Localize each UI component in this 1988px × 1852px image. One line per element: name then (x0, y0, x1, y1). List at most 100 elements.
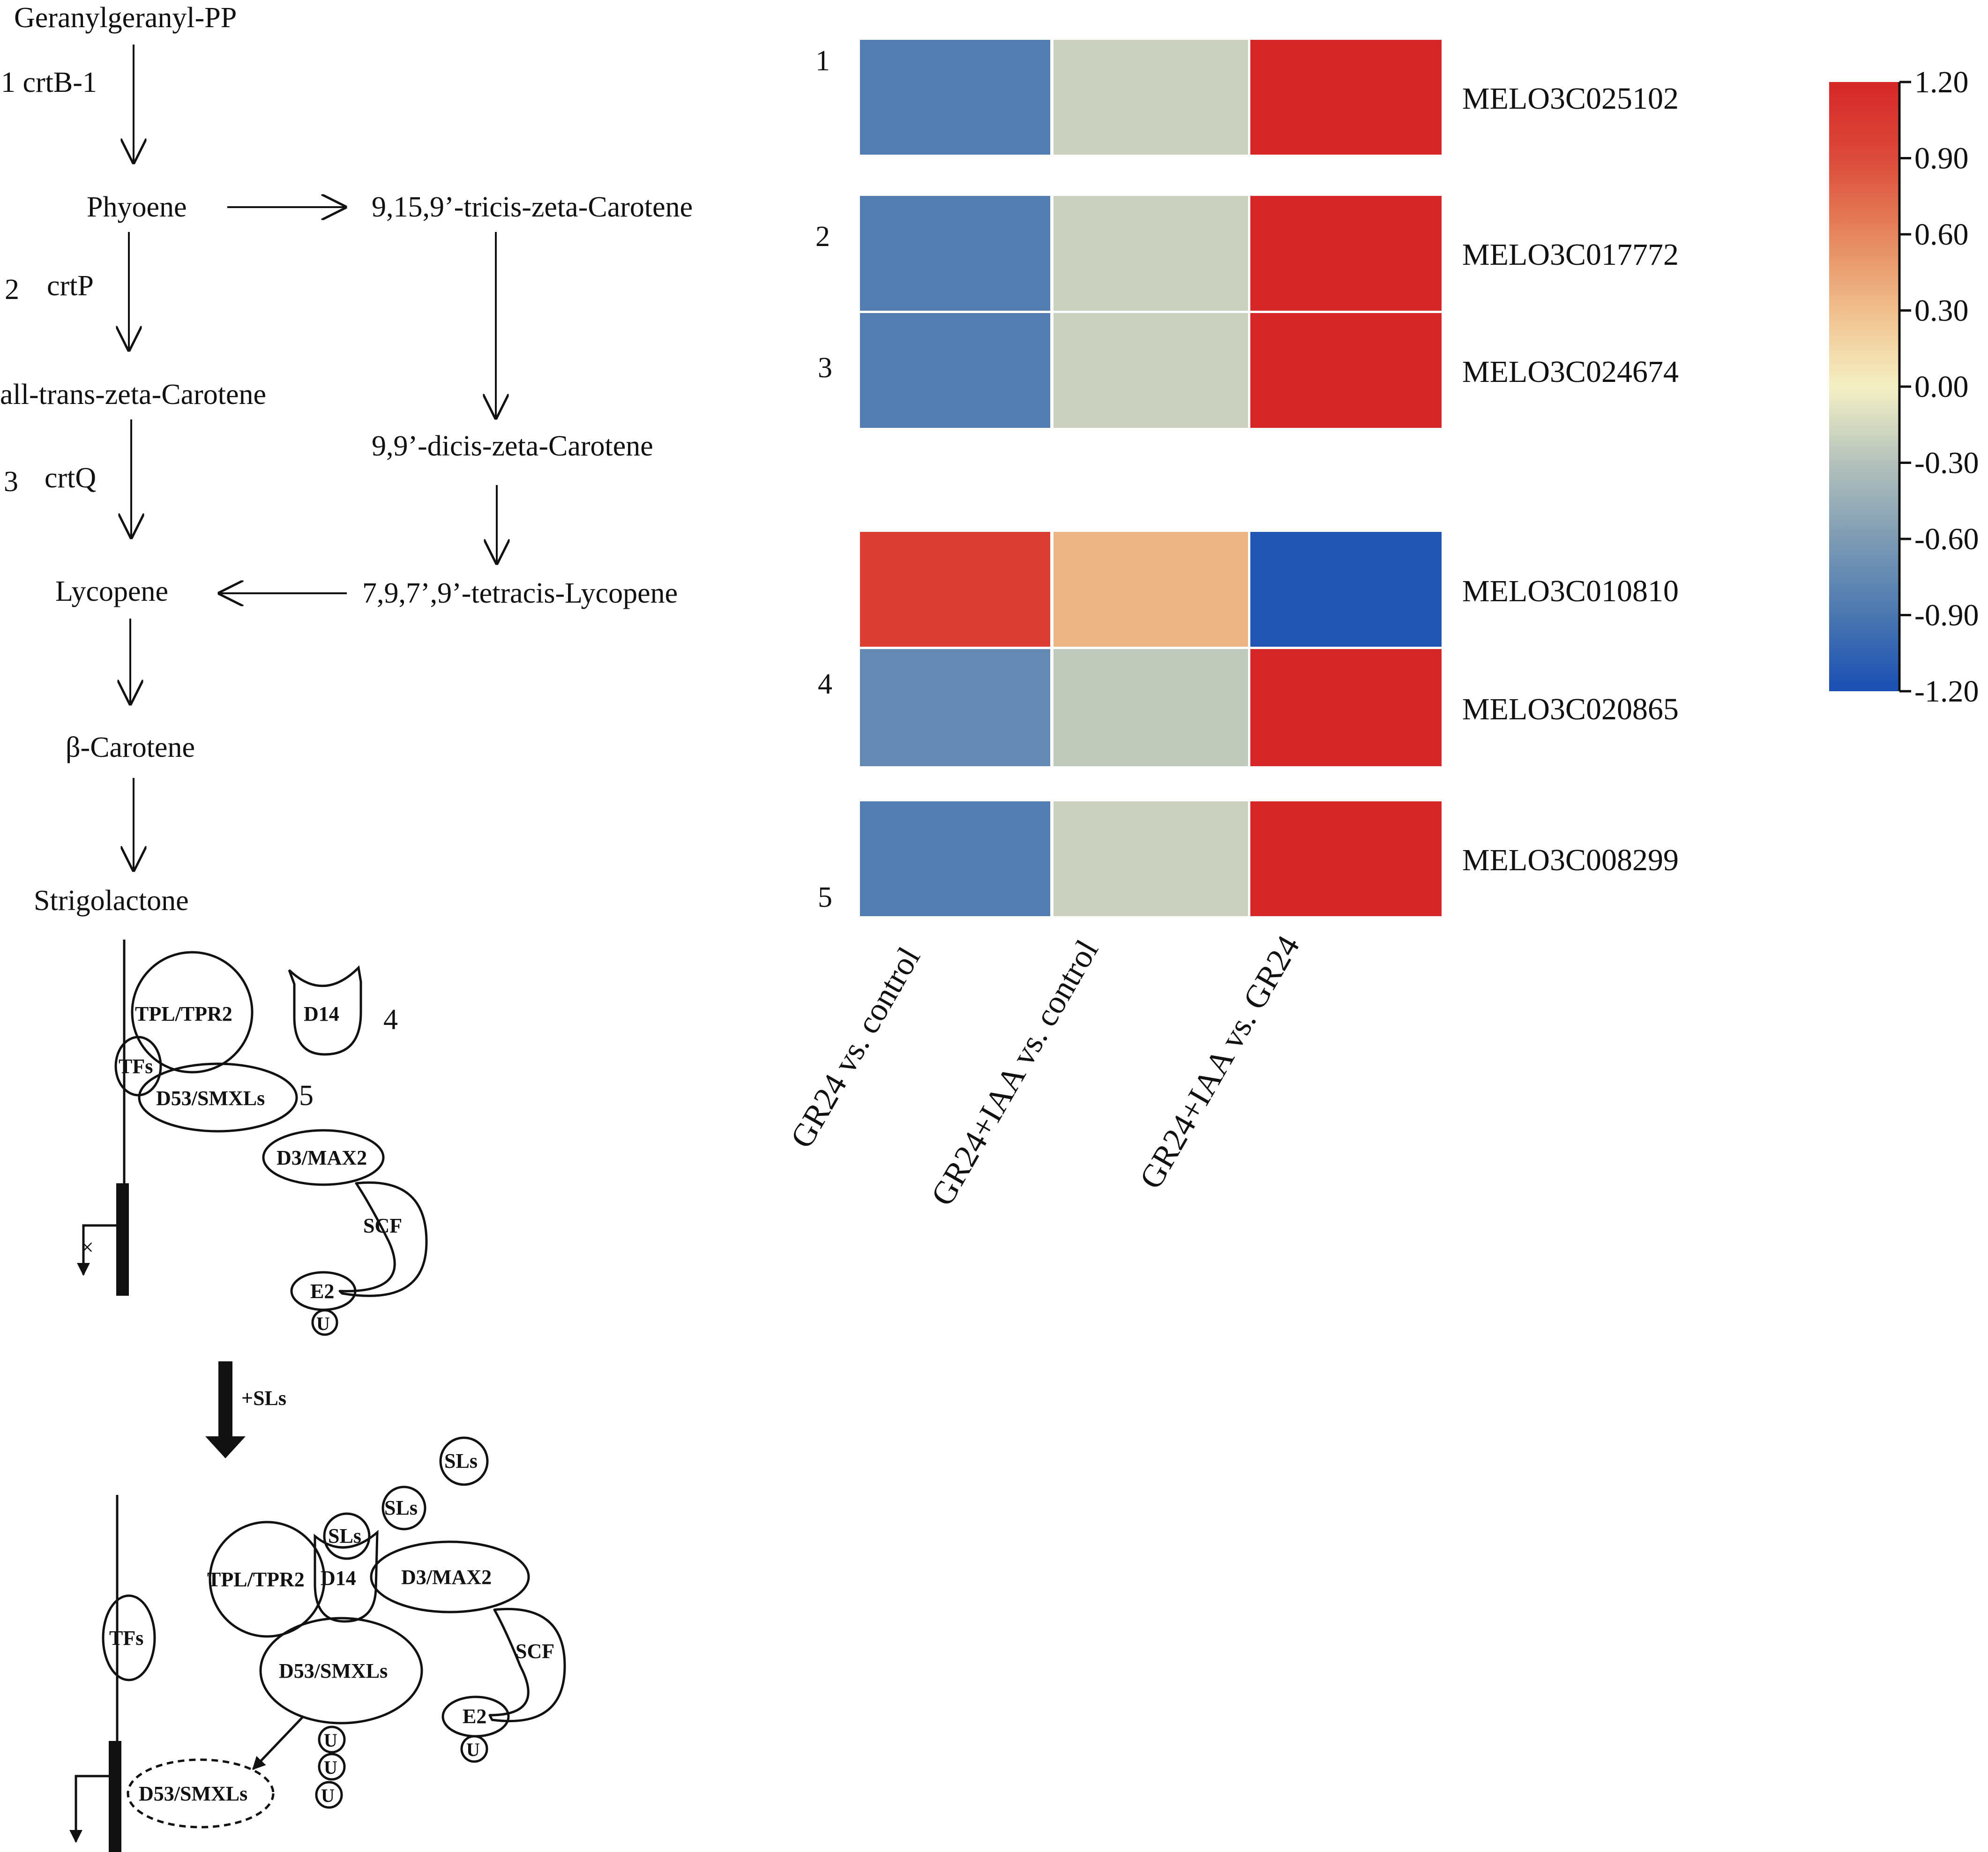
heatmap-cell (1054, 801, 1248, 916)
heatmap-cell (1054, 649, 1248, 766)
tfs-label-after: TFs (109, 1627, 143, 1650)
ubiquitin-label-chain-2: U (324, 1757, 337, 1778)
column-label: GR24 vs. control (784, 941, 927, 1154)
gene-label: MELO3C025102 (1462, 82, 1679, 116)
sls-molecule-2 (381, 1486, 426, 1531)
color-bar-tick-label: 0.00 (1914, 370, 1969, 404)
compound-lycopene: Lycopene (55, 575, 168, 607)
column-label: GR24+IAA vs. control (924, 934, 1106, 1212)
column-label: GR24+IAA vs. GR24 (1133, 930, 1307, 1195)
heatmap-cell (860, 40, 1050, 155)
block-mark: × (81, 1234, 94, 1260)
heatmap-cell (1250, 196, 1442, 311)
gene-label: MELO3C017772 (1462, 238, 1679, 272)
compound-beta-carotene: β-Carotene (66, 732, 195, 763)
compound-ggpp: Geranylgeranyl-PP (14, 2, 237, 34)
ubiquitin-label-before: U (316, 1313, 330, 1334)
heatmap-cell (860, 196, 1050, 311)
tfs-label-before: TFs (119, 1055, 153, 1078)
sls-label-bound: SLs (328, 1524, 361, 1547)
enzyme-2-number: 2 (5, 274, 19, 306)
ubiquitin-label-chain-1: U (324, 1730, 337, 1751)
compound-phytoene: Phyoene (87, 191, 187, 223)
compound-tricis: 9,15,9’-tricis-zeta-Carotene (372, 191, 693, 223)
scf-label-after: SCF (516, 1640, 554, 1663)
gene-label: MELO3C008299 (1462, 843, 1679, 877)
gene-promoter-before (116, 1183, 129, 1296)
active-transcription-arrow (69, 1775, 109, 1843)
d14-label-after: D14 (321, 1567, 356, 1590)
sls-bound (323, 1512, 371, 1560)
group-label: 3 (818, 352, 832, 384)
heatmap-cell (1250, 801, 1442, 916)
ubiquitin-before (311, 1309, 338, 1336)
color-bar-tick-label: -0.30 (1914, 446, 1979, 480)
group-label: 4 (818, 668, 832, 700)
heatmap-cell (860, 532, 1050, 647)
color-bar-ticks: 1.200.900.600.300.00-0.30-0.60-0.90-1.20 (1899, 65, 1979, 709)
heatmap-cell (1250, 40, 1442, 155)
group-4-marker: 4 (383, 1004, 398, 1036)
signaling-before: × (77, 940, 428, 1336)
carotenoid-pathway: Geranylgeranyl-PP 1 crtB-1 Phyoene 9,15,… (0, 2, 693, 917)
group-label: 2 (815, 221, 830, 253)
transition: +SLs (205, 1361, 286, 1458)
color-bar-tick-label: 1.20 (1914, 65, 1969, 99)
color-bar-tick-label: 0.30 (1914, 294, 1969, 328)
heatmap-cell (1250, 649, 1442, 766)
heatmap-cell (1250, 313, 1442, 428)
scf-complex-before (338, 1181, 428, 1297)
tpl-label-after: TPL/TPR2 (207, 1568, 305, 1591)
heatmap-cell (1054, 196, 1248, 311)
d53-label-after: D53/SMXLs (279, 1659, 388, 1682)
degraded-d53-label: D53/SMXLs (139, 1782, 247, 1805)
gene-labels: MELO3C025102MELO3C017772MELO3C024674MELO… (1462, 82, 1679, 877)
compound-dicis: 9,9’-dicis-zeta-Carotene (372, 430, 653, 462)
compound-tetracis: 7,9,7’,9’-tetracis-Lycopene (362, 577, 678, 609)
d3-label-after: D3/MAX2 (401, 1566, 492, 1589)
degraded-d53 (127, 1758, 275, 1829)
ubiquitin-chain-2 (318, 1753, 346, 1781)
signaling-before-labels: TPL/TPR2 D14 4 TFs D53/SMXLs 5 D3/MAX2 S… (119, 1002, 402, 1334)
d3-label-before: D3/MAX2 (277, 1146, 367, 1169)
color-bar-tick-label: 0.90 (1914, 142, 1969, 176)
tfs-factor-before (114, 1036, 162, 1097)
compound-strigolactone: Strigolactone (34, 885, 189, 917)
heatmap-cell (1250, 532, 1442, 647)
color-bar-tick-label: 0.60 (1914, 217, 1969, 252)
gene-label: MELO3C024674 (1462, 355, 1679, 389)
heatmap-cell (860, 649, 1050, 766)
d53-repressor-before (138, 1062, 298, 1133)
d53-label-before: D53/SMXLs (156, 1087, 265, 1110)
d3-max2-before (262, 1129, 385, 1186)
heatmap-cell (860, 313, 1050, 428)
color-bar-tick-label: -1.20 (1914, 674, 1979, 709)
color-scale: 1.200.900.600.300.00-0.30-0.60-0.90-1.20 (1829, 65, 1979, 709)
ubiquitin-chain-3 (315, 1781, 343, 1809)
heatmap-cells (860, 40, 1442, 916)
tpl-complex-after (209, 1521, 326, 1638)
heatmap-cell (1054, 313, 1248, 428)
tpl-label-before: TPL/TPR2 (135, 1002, 232, 1025)
ubiquitin-label-e2-after: U (466, 1739, 480, 1760)
sls-molecule-1 (439, 1436, 489, 1486)
enzyme-1: 1 crtB-1 (1, 67, 97, 98)
group-label: 1 (815, 45, 830, 77)
sls-label-1: SLs (444, 1449, 478, 1472)
scf-label-before: SCF (363, 1214, 402, 1237)
transition-arrow-shaft (218, 1361, 232, 1440)
d14-label-before: D14 (304, 1002, 339, 1025)
color-bar-tick-label: -0.90 (1914, 598, 1979, 633)
d14-receptor-after (314, 1530, 379, 1623)
gene-label: MELO3C020865 (1462, 692, 1679, 726)
ubiquitin-label-chain-3: U (321, 1785, 335, 1806)
d14-receptor-before (288, 965, 362, 1056)
sls-label-2: SLs (384, 1496, 418, 1519)
e2-label-before: E2 (310, 1280, 334, 1303)
group-5-marker: 5 (299, 1080, 314, 1112)
degradation-arrow (252, 1717, 303, 1770)
d3-max2-after (370, 1540, 530, 1613)
